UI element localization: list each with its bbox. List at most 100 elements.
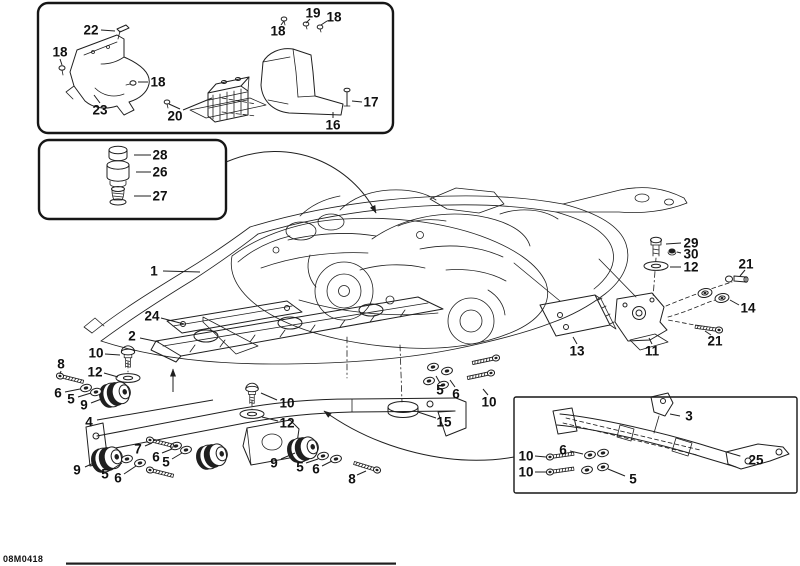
- washer-6-f2: [580, 464, 594, 476]
- battery-screw-20: [163, 99, 171, 109]
- leader-11-20: [648, 337, 653, 345]
- leader-5-35: [110, 462, 123, 471]
- leader-10-24: [104, 353, 121, 356]
- callout-4-30: 4: [85, 415, 93, 430]
- washer-5-e1: [426, 361, 440, 373]
- callout-20-4: 20: [167, 109, 182, 124]
- footer-rule: [66, 562, 396, 565]
- leader-9-34: [84, 461, 97, 468]
- rubber-mount-9-a: [96, 378, 134, 411]
- arrow-rear-inset-to-chassis: [323, 410, 515, 461]
- bolt-7: [145, 435, 175, 450]
- callout-11-20: 11: [645, 344, 660, 359]
- callout-28-10: 28: [152, 148, 168, 163]
- screw-10-front-right: [245, 382, 259, 404]
- callout-10-45: 10: [481, 395, 496, 410]
- drawing-code: 08M0418: [3, 554, 43, 564]
- callout-17-8: 17: [363, 95, 378, 110]
- mount-screw-27: [109, 186, 127, 206]
- leader-20-4: [168, 97, 213, 111]
- support-plate-24: [166, 300, 303, 334]
- battery-tray: [189, 97, 267, 119]
- callout-18-1: 18: [52, 45, 68, 60]
- callout-12-26: 12: [87, 365, 102, 380]
- leader-10-45: [482, 388, 489, 396]
- callout-5-28: 5: [67, 392, 75, 407]
- leader-24-22: [160, 317, 185, 325]
- callout-25-48: 25: [748, 453, 764, 468]
- leader-18-1: [59, 58, 63, 66]
- battery: [207, 76, 250, 123]
- leader-2-23: [139, 337, 160, 343]
- callout-27-12: 27: [152, 189, 167, 204]
- frame-flag-bracket-3: [650, 392, 674, 434]
- leader-6-44: [449, 379, 456, 388]
- bolt-8-a: [55, 371, 85, 386]
- leader-10-49: [534, 455, 547, 458]
- callout-21-17: 21: [738, 257, 754, 272]
- leader-14-18: [729, 299, 740, 306]
- leader-8-25: [59, 370, 62, 375]
- rubber-mount-9-c: [193, 440, 231, 473]
- leader-12-38: [261, 416, 279, 422]
- leader-9-39: [280, 452, 296, 460]
- heat-shield-bracket: [65, 34, 150, 116]
- mount-plate-13: [539, 294, 617, 337]
- battery-support-16: [260, 48, 344, 116]
- leader-22-0: [100, 29, 116, 32]
- callout-22-0: 22: [83, 23, 98, 38]
- callout-9-39: 9: [270, 456, 278, 471]
- callout-9-34: 9: [73, 463, 81, 478]
- leader-23-3: [93, 94, 101, 104]
- bolt-10-rear-1: [471, 353, 501, 367]
- callout-18-7: 18: [270, 24, 286, 39]
- callout-16-9: 16: [325, 118, 341, 133]
- leader-3-47: [669, 413, 681, 417]
- leader-6-51: [569, 450, 584, 455]
- screw-10-front-left: [120, 345, 136, 368]
- bolt-29: [650, 236, 662, 257]
- washer-6-e1: [440, 365, 454, 377]
- shield-screw-18-left: [58, 65, 66, 76]
- leader-5-28: [77, 392, 92, 398]
- washer-14-b: [713, 291, 731, 305]
- support-puck-15: [387, 401, 419, 418]
- support-screws-18-19: [280, 16, 324, 33]
- callout-10-37: 10: [279, 396, 294, 411]
- leader-15-46: [417, 411, 437, 419]
- callout-24-22: 24: [144, 309, 160, 324]
- bolt-10-rear-2: [466, 368, 496, 382]
- mount-cap-28: [108, 145, 128, 162]
- callout-8-25: 8: [57, 357, 65, 372]
- callout-30-15: 30: [683, 247, 698, 262]
- callout-26-11: 26: [152, 165, 168, 180]
- engine-bracket-11: [614, 292, 669, 351]
- callout-6-27: 6: [54, 386, 62, 401]
- leader-1-13: [162, 270, 201, 273]
- leader-6-36: [123, 465, 137, 475]
- bolt-7-b: [145, 465, 175, 480]
- leader-17-8: [351, 100, 363, 103]
- callout-10-50: 10: [518, 465, 533, 480]
- leader-5-33: [171, 452, 183, 460]
- callout-10-24: 10: [88, 346, 103, 361]
- leader-29-14: [665, 242, 682, 245]
- bolt-8-b: [352, 459, 382, 475]
- callout-18-6: 18: [326, 10, 342, 25]
- leader-9-29: [90, 397, 105, 404]
- leader-6-41: [321, 460, 333, 467]
- front-engine-support-2: [150, 296, 444, 363]
- callout-6-36: 6: [114, 471, 122, 486]
- callout-2-23: 2: [128, 329, 136, 344]
- washer-5-f2: [596, 461, 610, 473]
- washer-5-c: [120, 453, 134, 465]
- callout-18-2: 18: [150, 75, 166, 90]
- callout-8-42: 8: [348, 472, 356, 487]
- support-bolt-17: [343, 87, 351, 107]
- callout-7-31: 7: [134, 442, 142, 457]
- washer-6-f1: [583, 449, 597, 461]
- leader-5-40: [305, 458, 319, 464]
- callout-15-46: 15: [436, 415, 452, 430]
- washer-6-a: [79, 382, 93, 394]
